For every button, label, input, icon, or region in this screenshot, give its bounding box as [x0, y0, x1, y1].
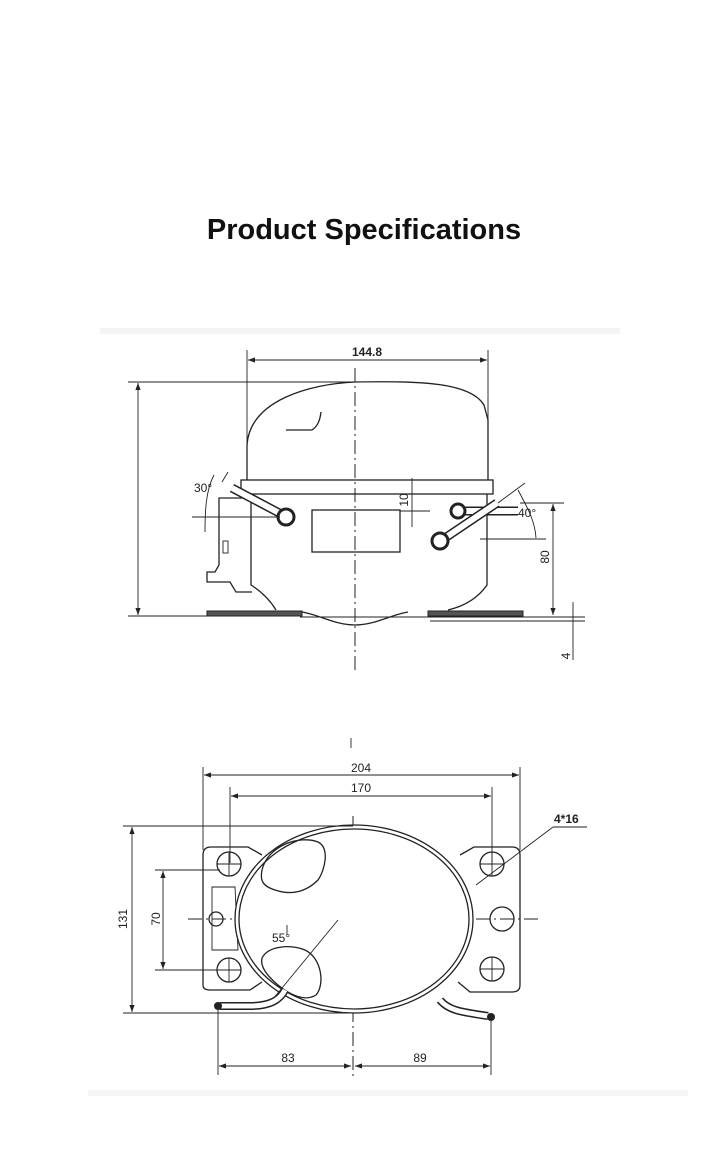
right-mount-bracket — [457, 846, 521, 993]
left-tube-fitting — [276, 507, 296, 527]
side-view-drawing: 144.8 30° 40° — [100, 328, 620, 672]
left-offset-label: 83 — [281, 1051, 295, 1065]
angle-right-label: 40° — [518, 506, 536, 520]
label-plate — [311, 509, 401, 553]
foot-label: 4 — [559, 652, 573, 659]
overall-width-label: 204 — [351, 761, 371, 775]
left-mount-bracket — [202, 846, 263, 991]
compressor-dome — [246, 381, 489, 480]
angle-left-label: 30° — [194, 481, 212, 495]
compressor-shell — [234, 824, 474, 1014]
mounting-holes — [216, 851, 515, 983]
right-tube-fitting — [430, 531, 450, 551]
mount-depth-label: 70 — [149, 912, 163, 926]
angle-label: 55° — [272, 931, 290, 945]
right-offset-label: 89 — [413, 1051, 427, 1065]
top-view-drawing: 204 170 55° — [88, 738, 688, 1096]
tube-height-label: 80 — [538, 550, 552, 564]
left-foot — [206, 610, 303, 617]
base-band — [240, 479, 494, 495]
mount-width-label: 170 — [351, 781, 371, 795]
holes-label: 4*16 — [554, 812, 579, 826]
width-label: 144.8 — [352, 345, 382, 359]
compressor-body — [250, 494, 488, 626]
depth-label: 131 — [116, 909, 130, 929]
gap-label: 10 — [397, 493, 411, 507]
right-foot — [427, 610, 524, 617]
page-title: Product Specifications — [206, 214, 522, 246]
